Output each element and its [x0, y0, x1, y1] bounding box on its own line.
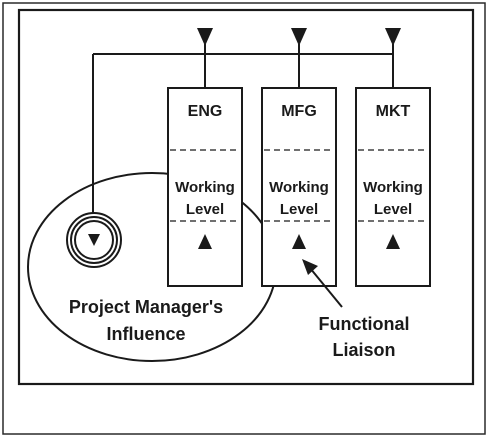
up-arrow-icon	[386, 234, 400, 249]
connector-lines	[92, 44, 394, 214]
outer-frame	[2, 2, 486, 435]
liaison-caption-line2: Liaison	[332, 340, 395, 360]
department-label: MKT	[376, 103, 411, 120]
mkt-down-arrow-icon	[385, 28, 401, 46]
influence-caption-line2: Influence	[106, 324, 185, 344]
department-label: MFG	[281, 103, 317, 120]
working-level-line2: Level	[280, 201, 318, 218]
up-arrow-icon	[292, 234, 306, 249]
working-level-line1: Working	[363, 179, 423, 196]
up-arrow-icon	[198, 234, 212, 249]
working-level-line2: Level	[186, 201, 224, 218]
working-level-line1: Working	[175, 179, 235, 196]
inner-frame	[17, 8, 475, 386]
pm-inner-ring	[74, 220, 114, 260]
project-manager-node	[66, 212, 122, 268]
working-level-line1: Working	[269, 179, 329, 196]
department-box	[261, 87, 337, 287]
department-eng: ENG Working Level	[167, 87, 243, 287]
liaison-caption-line1: Functional	[319, 314, 410, 334]
department-label: ENG	[188, 103, 223, 120]
working-level-line2: Level	[374, 201, 412, 218]
department-box	[355, 87, 431, 287]
liaison-arrow-head-icon	[302, 259, 318, 275]
liaison-arrow-shaft	[309, 267, 343, 308]
influence-caption-line1: Project Manager's	[69, 297, 223, 317]
department-mfg: MFG Working Level	[261, 87, 337, 287]
pm-down-arrow-icon	[88, 234, 100, 246]
liaison-pointer	[302, 259, 343, 308]
department-box	[167, 87, 243, 287]
department-mkt: MKT Working Level	[355, 87, 431, 287]
eng-down-arrow-icon	[197, 28, 213, 46]
mfg-down-arrow-icon	[291, 28, 307, 46]
pm-middle-ring	[70, 216, 118, 264]
